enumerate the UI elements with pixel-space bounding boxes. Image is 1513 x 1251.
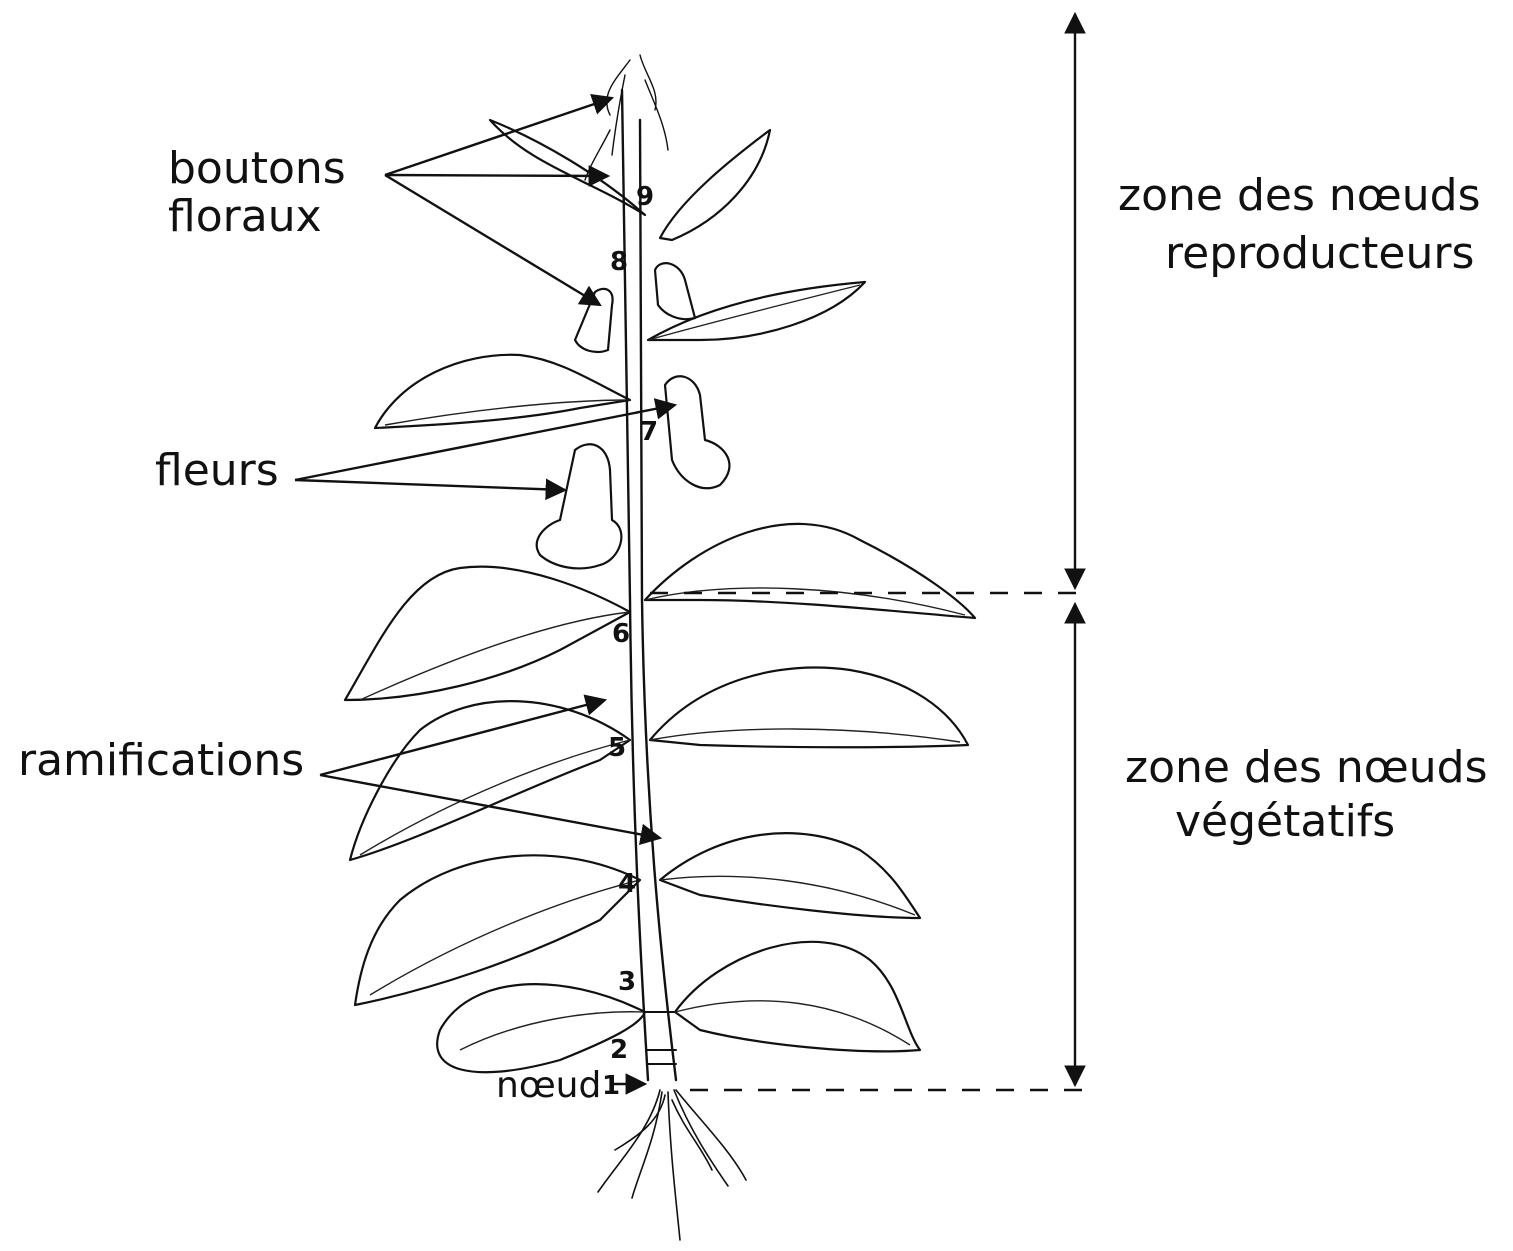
leaf xyxy=(345,567,630,700)
node-number-4: 4 xyxy=(618,869,636,899)
zone-vegetative-line1: zone des nœuds xyxy=(1125,742,1488,793)
leaf xyxy=(375,355,630,428)
zone-reproductive-label: zone des nœuds reproducteurs xyxy=(1118,170,1481,279)
label-node: nœud xyxy=(496,1065,645,1106)
node-number-9: 9 xyxy=(636,182,654,212)
flower xyxy=(575,289,613,352)
zone-reproductive-line1: zone des nœuds xyxy=(1118,170,1481,221)
buds-label-line1: boutons xyxy=(168,143,346,194)
node-number-7: 7 xyxy=(640,417,658,447)
flowers-label: fleurs xyxy=(155,445,279,496)
zone-vegetative-line2: végétatifs xyxy=(1175,796,1395,847)
leaf xyxy=(675,942,920,1051)
branches-label: ramifications xyxy=(18,735,304,786)
leaf xyxy=(660,130,770,240)
flower xyxy=(655,263,695,319)
roots xyxy=(598,1090,746,1240)
zone-reproductive-line2: reproducteurs xyxy=(1165,228,1474,279)
node-number-6: 6 xyxy=(612,619,630,649)
buds-label-line2: floraux xyxy=(168,191,322,242)
node-number-2: 2 xyxy=(610,1035,628,1065)
flower xyxy=(537,444,622,568)
node-number-8: 8 xyxy=(610,247,628,277)
leaf xyxy=(355,855,640,1005)
reproductive-part xyxy=(375,55,865,568)
node-number-1: 1 xyxy=(602,1071,620,1101)
leaf xyxy=(645,524,975,618)
leaf xyxy=(650,668,968,748)
zone-vegetative-label: zone des nœuds végétatifs xyxy=(1125,742,1488,847)
node-number-3: 3 xyxy=(618,967,636,997)
node-label: nœud xyxy=(496,1065,601,1106)
node-number-5: 5 xyxy=(608,733,626,763)
label-buds: boutons floraux xyxy=(168,98,612,305)
leaf xyxy=(660,833,920,918)
flower xyxy=(665,376,729,488)
